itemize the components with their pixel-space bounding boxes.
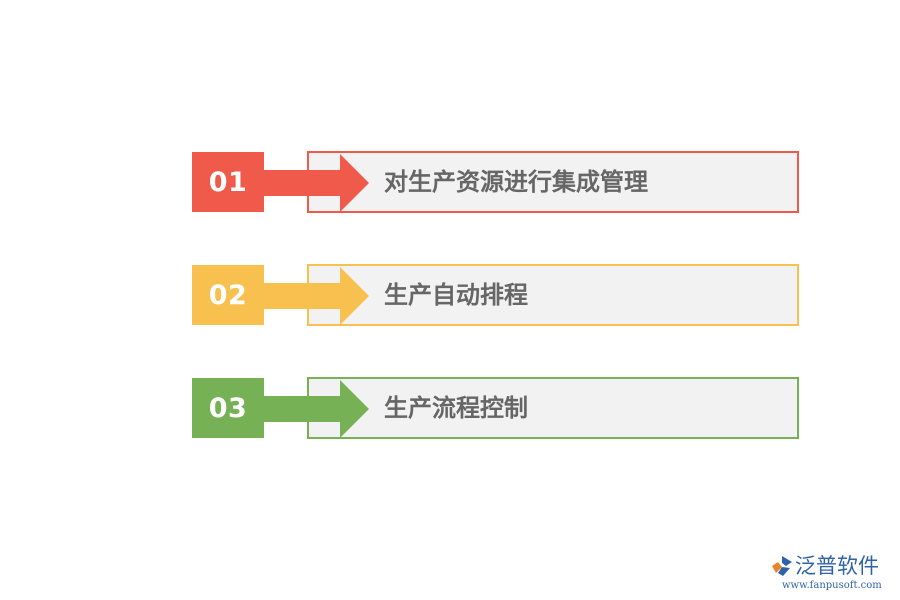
step-2-number: 02 [192,265,264,325]
brand-name: 泛普软件 [795,554,879,578]
step-3-text: 生产流程控制 [384,394,528,422]
brand-logo: 泛普软件 www.fanpusoft.com [770,553,895,598]
step-2-text: 生产自动排程 [384,281,528,309]
step-1-number: 01 [192,152,264,212]
brand-url: www.fanpusoft.com [782,580,882,591]
fanpu-logo-icon [772,556,792,576]
step-1-text: 对生产资源进行集成管理 [384,168,648,196]
step-1-box [307,151,799,213]
step-3-box [307,377,799,439]
step-row-2: 02 生产自动排程 [0,264,900,326]
step-row-1: 01 对生产资源进行集成管理 [0,151,900,213]
step-3-number: 03 [192,378,264,438]
step-row-3: 03 生产流程控制 [0,377,900,439]
step-1-arrow-icon [262,154,369,212]
step-2-box [307,264,799,326]
step-2-arrow-icon [262,267,369,325]
step-3-arrow-icon [262,380,369,438]
